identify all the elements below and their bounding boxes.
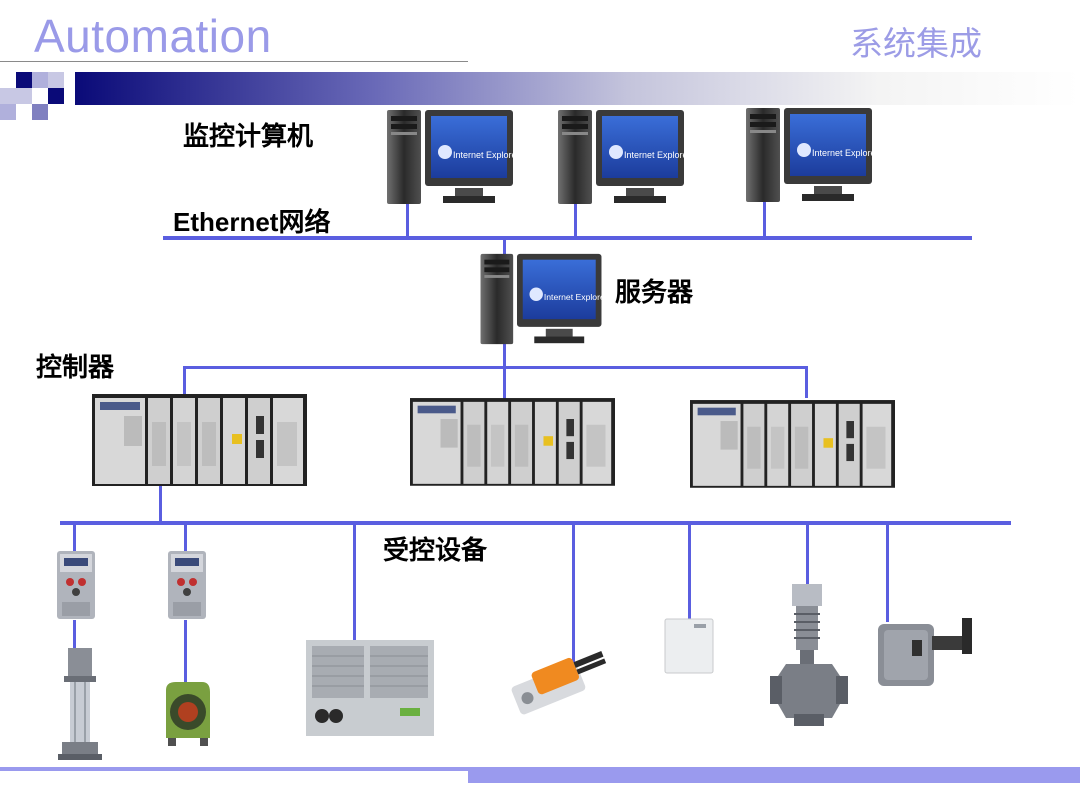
frequency-inverter-1 [56,550,96,620]
connector-line [572,522,575,662]
connector-line [159,484,162,524]
connector-line [805,366,808,398]
room-sensor [664,618,714,674]
connector-line [353,522,356,642]
header-gradient-band [75,72,1080,105]
plc-rack-icon [92,388,307,488]
duct-sensor [876,614,974,688]
damper-actuator [506,640,618,724]
plc-controller-3 [690,392,895,492]
field-bus-line [60,521,1011,525]
connector-line [806,522,809,590]
deco-square [32,104,48,120]
connector-line [183,366,186,396]
connector-line [688,522,691,622]
label-server: 服务器 [615,278,694,308]
centrifugal-fan-icon [166,682,210,746]
room-sensor-icon [664,618,714,674]
footer-bar [468,767,1080,783]
label-controllers: 控制器 [36,353,115,383]
air-cooled-chiller-icon [306,640,434,736]
footer-thin-line [0,767,468,771]
connector-line [763,200,766,238]
monitoring-computer-2 [556,108,686,208]
connector-line [184,522,187,552]
connector-line [73,620,76,650]
desktop-computer-icon [385,108,515,208]
deco-square [0,104,16,120]
connector-line [184,620,187,682]
frequency-inverter-2 [167,550,207,620]
monitoring-computer-1 [385,108,515,208]
connector-line [73,522,76,552]
damper-actuator-icon [511,651,607,715]
connector-line [574,200,577,238]
desktop-computer-icon [744,106,874,206]
deco-square [48,88,64,104]
connector-line [503,340,506,400]
plc-controller-1 [92,388,307,488]
label-ethernet-network: Ethernet网络 [173,207,331,237]
deco-square [0,88,16,104]
slide-title: Automation [34,10,272,62]
centrifugal-fan [162,680,212,746]
ethernet-bus-line [163,236,972,240]
slide-subtitle: 系统集成 [850,24,982,63]
motorized-valve-icon [770,584,848,726]
connector-line [886,522,889,622]
plc-controller-2 [410,390,615,490]
plc-rack-icon [690,392,895,492]
connector-line [406,200,409,238]
connector-line [503,238,506,258]
title-underline [0,61,468,62]
desktop-computer-icon [478,252,604,348]
plc-rack-icon [410,390,615,490]
label-controlled-devices: 受控设备 [383,536,488,566]
duct-sensor-icon [878,618,972,686]
motorized-valve [770,584,848,726]
vertical-pump [58,648,102,760]
deco-square [16,88,32,104]
frequency-inverter-icon [56,550,96,620]
deco-square [16,72,32,88]
label-monitoring-computers: 监控计算机 [183,122,314,152]
controller-bus-line [183,366,807,369]
deco-square [32,72,48,88]
frequency-inverter-icon [167,550,207,620]
air-cooled-chiller [306,636,436,738]
deco-square [48,72,64,88]
monitoring-computer-3 [744,106,874,206]
vertical-pump-icon [58,648,102,760]
server-computer [478,252,604,348]
desktop-computer-icon [556,108,686,208]
